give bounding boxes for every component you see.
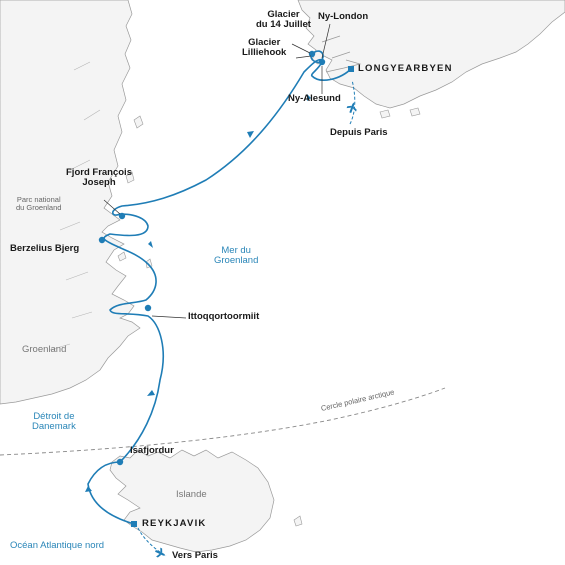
dot-marker-icon xyxy=(118,212,126,220)
dot-marker-icon xyxy=(116,458,124,466)
label-ocean-atlantique: Océan Atlantique nord xyxy=(10,540,105,551)
stop-markers xyxy=(98,50,354,527)
label-detroit-danemark: Détroit de Danemark xyxy=(32,411,76,432)
route-arrows xyxy=(85,94,311,492)
cruise-route xyxy=(87,50,353,525)
label-ittoqqortoormiit: Ittoqqortoormiit xyxy=(188,311,260,322)
arctic-circle-line xyxy=(0,387,446,456)
square-marker-icon xyxy=(131,521,137,527)
label-longyearbyen: LONGYEARBYEN xyxy=(358,63,453,74)
airplane-icon xyxy=(346,102,357,114)
label-fjord-francois-joseph: Fjord François Joseph xyxy=(66,167,132,188)
label-depuis-paris: Depuis Paris xyxy=(330,127,388,138)
label-parc-national: Parc national du Groenland xyxy=(16,195,62,212)
label-ny-london: Ny-London xyxy=(318,11,369,22)
label-islande: Islande xyxy=(176,489,207,500)
label-reykjavik: REYKJAVIK xyxy=(142,518,207,529)
label-mer-du-groenland: Mer du Groenland xyxy=(214,245,259,266)
label-groenland: Groenland xyxy=(22,344,67,355)
label-isafjordur: Isafjordur xyxy=(130,445,174,456)
dot-marker-icon xyxy=(318,58,326,66)
airplane-icon xyxy=(155,547,166,558)
label-glacier-14-juillet: Glacier du 14 Juillet xyxy=(256,9,311,30)
label-ny-alesund: Ny-Alesund xyxy=(288,93,341,104)
iceland-islet xyxy=(293,515,303,527)
label-glacier-lilliehook: Glacier Lilliehook xyxy=(242,37,287,58)
dot-marker-icon xyxy=(144,304,152,312)
label-berzelius-bjerg: Berzelius Bjerg xyxy=(10,243,80,254)
greenland-islands xyxy=(117,115,153,269)
label-vers-paris: Vers Paris xyxy=(172,550,218,561)
dot-marker-icon xyxy=(98,236,106,244)
square-marker-icon xyxy=(348,66,354,72)
leader-lines xyxy=(103,23,331,319)
greenland-fjords xyxy=(49,61,101,351)
dot-marker-icon xyxy=(308,50,316,58)
greenland-landmass xyxy=(0,0,141,405)
svalbard-landmass xyxy=(297,0,565,109)
flight-line-in xyxy=(349,79,356,125)
iceland-landmass xyxy=(109,449,275,553)
svalbard-islands xyxy=(379,107,421,119)
